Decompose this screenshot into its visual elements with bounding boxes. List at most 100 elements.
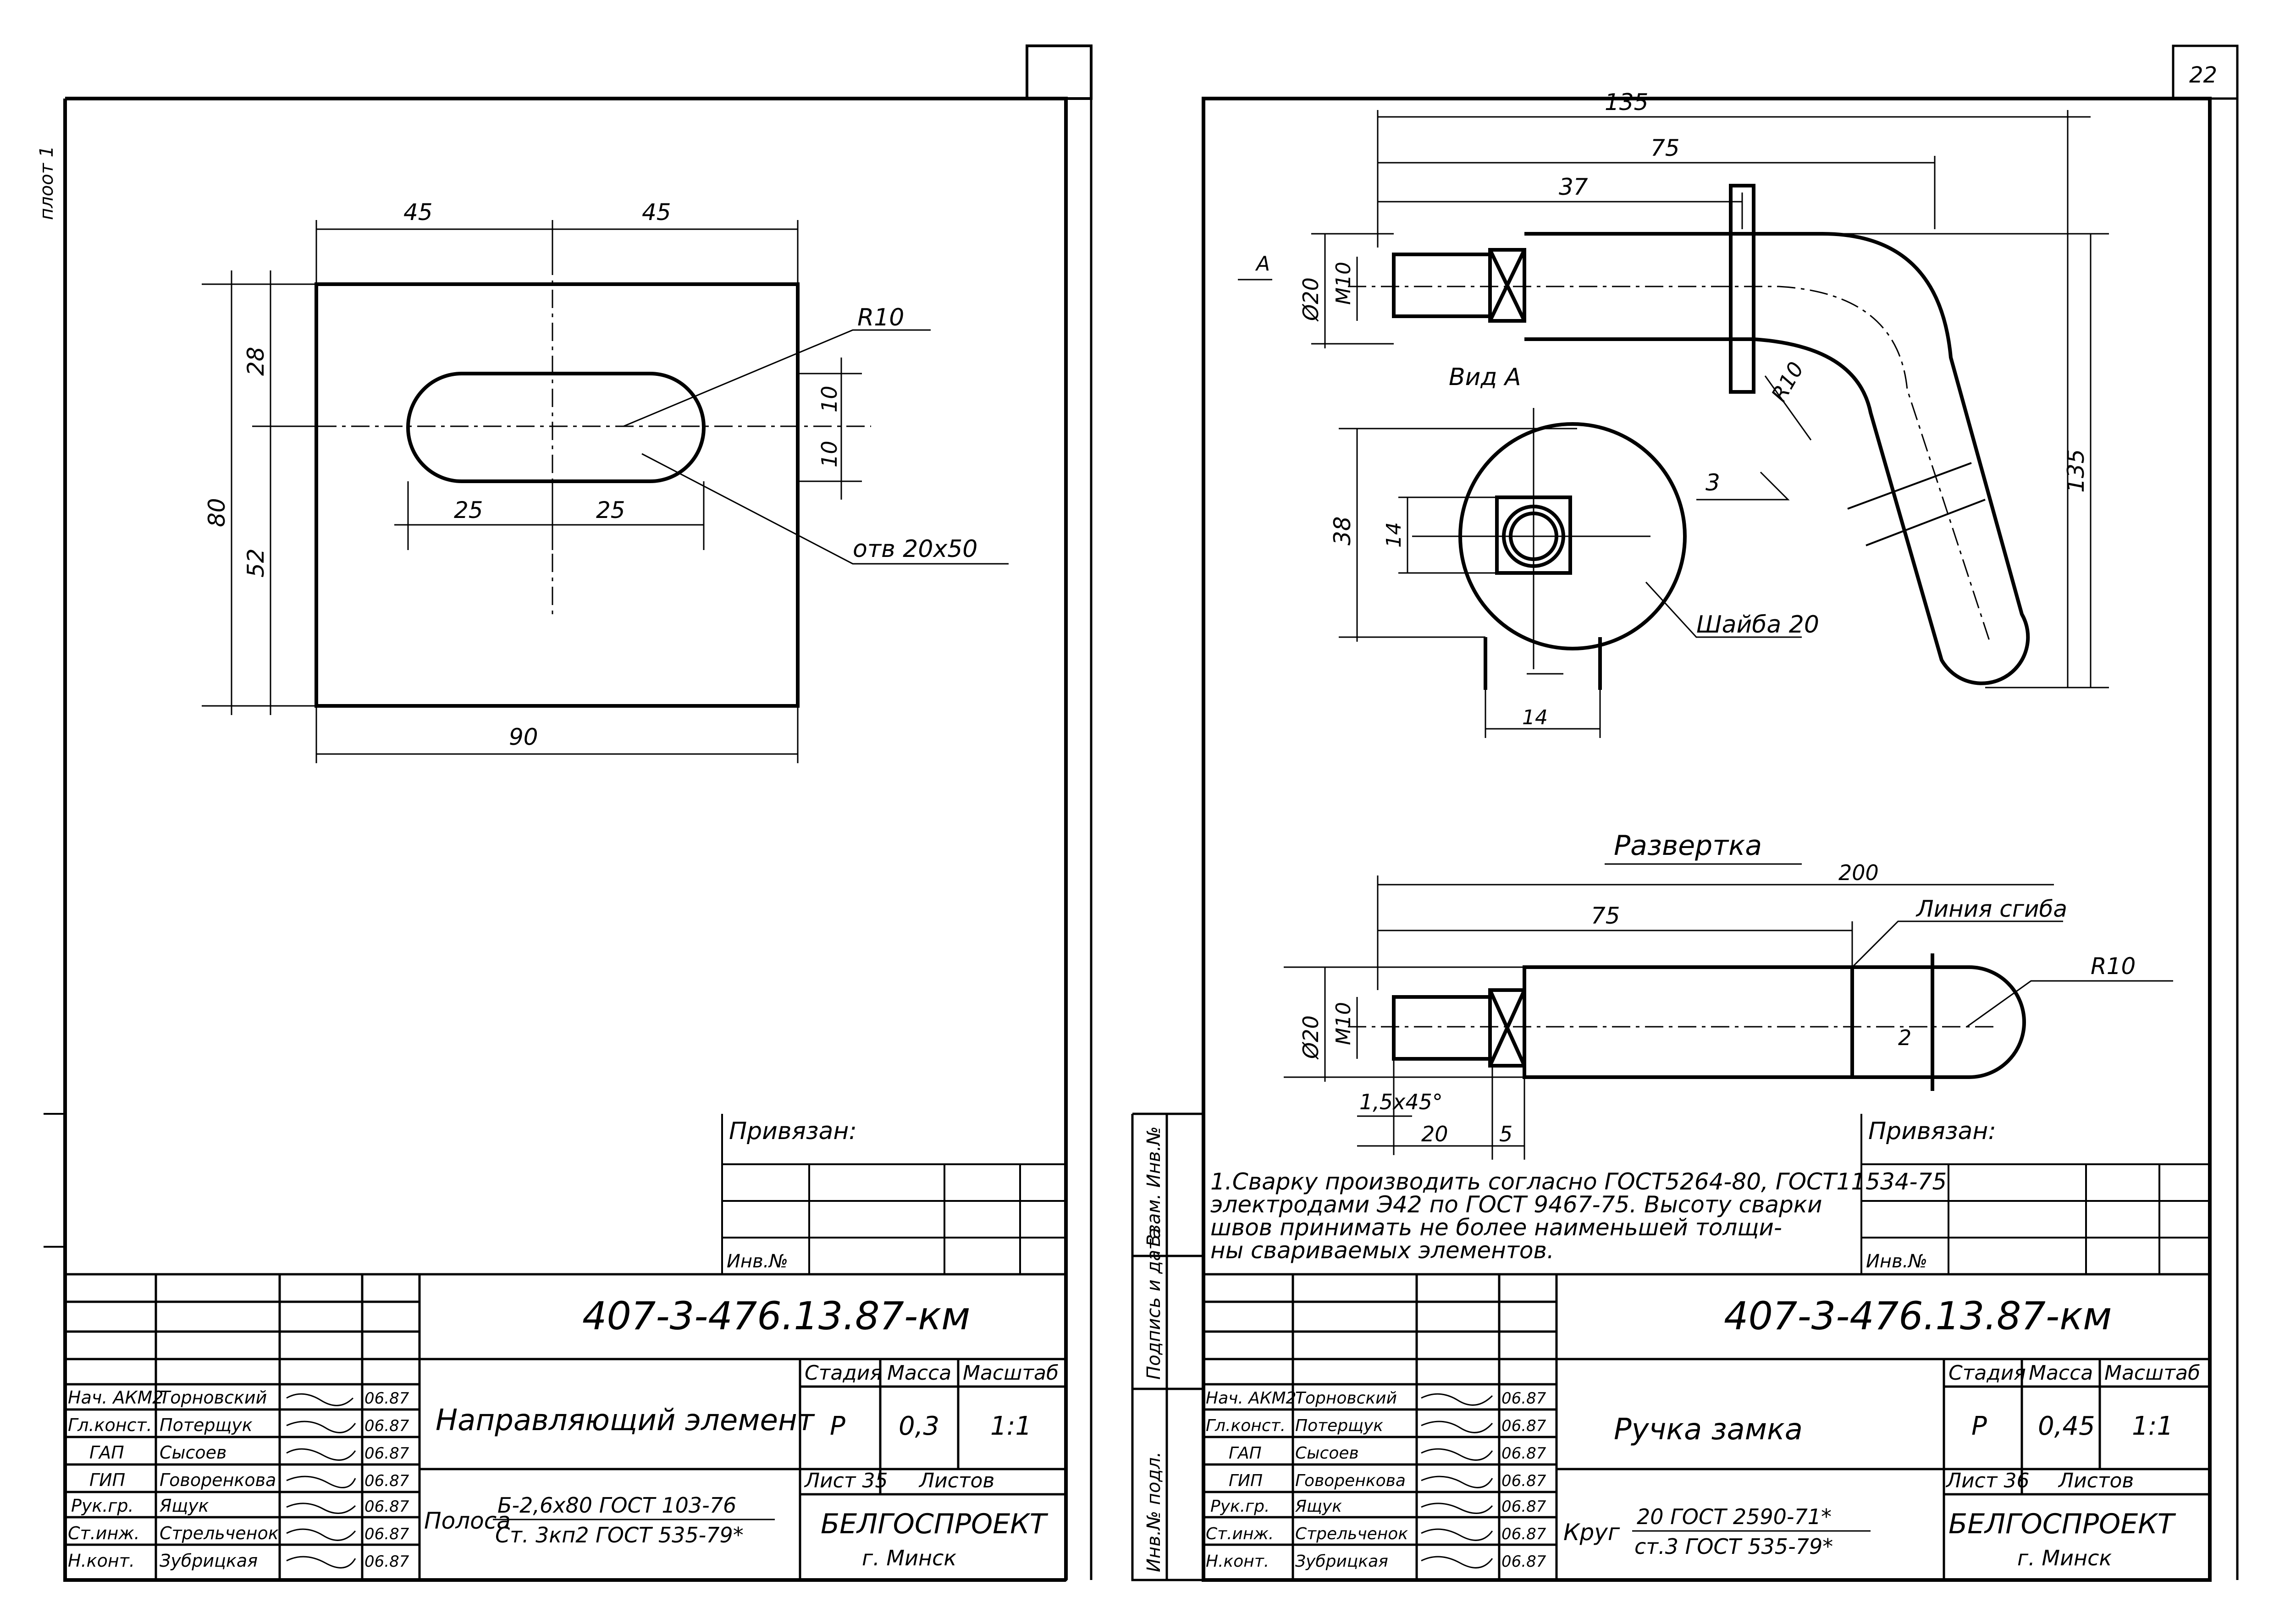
- left-sheets-label: Листов: [918, 1469, 994, 1492]
- dim-right-lower: 10: [817, 440, 842, 468]
- stamp-role: Рук.гр.: [1210, 1497, 1269, 1516]
- stamp-name: Торновский: [1295, 1389, 1397, 1408]
- dim-height: 80: [204, 498, 230, 527]
- stamp-date: 06.87: [1501, 1525, 1546, 1543]
- left-material-prefix: Полоса: [424, 1508, 511, 1534]
- notes: 1.Сварку производить согласно ГОСТ5264-8…: [1210, 1168, 1947, 1264]
- left-corner-box: [1026, 44, 1093, 100]
- stamp-role: Н.конт.: [1206, 1552, 1269, 1571]
- dim-top-left: 45: [403, 199, 433, 226]
- weld-size: 3: [1706, 469, 1720, 496]
- stamp-name: Стрельченок: [1295, 1525, 1408, 1543]
- stamp-name: Сысоев: [160, 1442, 226, 1463]
- stamp-role: ГАП: [89, 1442, 124, 1463]
- left-sheet: плоот 1 45 45 90 80 28 52 25 25 10 10 R1…: [36, 44, 1093, 1582]
- right-inv-label: Инв.№: [1866, 1251, 1927, 1272]
- stamp-role: ГИП: [89, 1470, 125, 1490]
- stamp-name: Ящук: [1295, 1497, 1342, 1516]
- stamp-role: ГАП: [1229, 1444, 1262, 1463]
- callout-radius: R10: [857, 304, 904, 331]
- view-a-dimension-lines: [1339, 408, 1802, 738]
- left-title: Направляющий элемент: [436, 1404, 815, 1437]
- stamp-name: Сысоев: [1295, 1444, 1359, 1463]
- unfold-dim-20: 20: [1421, 1122, 1448, 1146]
- plate-dimension-lines: [202, 220, 1009, 763]
- right-material-bottom: ст.3 ГОСТ 535-79*: [1634, 1534, 1833, 1559]
- stamp-name: Стрельченок: [160, 1523, 279, 1543]
- stamp-name: Говоренкова: [160, 1470, 276, 1490]
- dim-top-right: 45: [642, 199, 671, 226]
- right-header-mass: Масса: [2029, 1361, 2093, 1385]
- unfold-dimension-lines: [1284, 875, 2173, 1160]
- left-inv-label: Инв.№: [727, 1251, 788, 1272]
- right-value-mass: 0,45: [2038, 1411, 2095, 1441]
- stamp-role: Гл.конст.: [68, 1415, 152, 1435]
- handle-axis: [1348, 286, 1991, 642]
- side-label-podpis: Подпись и дата: [1143, 1228, 1165, 1380]
- handle-dimension-lines: [1238, 110, 2109, 688]
- stamp-role: Ст.инж.: [1206, 1525, 1274, 1543]
- plate-outline: [315, 282, 800, 708]
- unfold-dim-200: 200: [1838, 860, 1879, 885]
- left-value-stage: Р: [830, 1411, 845, 1441]
- left-value-mass: 0,3: [899, 1411, 939, 1441]
- unfold-title: Развертка: [1614, 830, 1762, 862]
- stamp-name: Зубрицкая: [1295, 1552, 1388, 1571]
- right-sheet: 22 Взам. Инв.№ Подпись и дата Инв.№ подл…: [1131, 44, 2239, 1582]
- left-org: БЕЛГОСПРОЕКТ: [821, 1508, 1049, 1540]
- right-value-scale: 1:1: [2132, 1411, 2173, 1441]
- dim-half-left: 25: [454, 497, 483, 523]
- dim-14-horizontal: 14: [1522, 706, 1548, 729]
- bend-line-label: Линия сгиба: [1915, 896, 2067, 922]
- unfold-r10: R10: [2091, 953, 2136, 980]
- stamp-name: Зубрицкая: [160, 1551, 258, 1571]
- left-privyazan-label: Привязан:: [729, 1118, 857, 1145]
- right-value-stage: Р: [1971, 1411, 1987, 1441]
- dim-m10: М10: [1332, 262, 1355, 305]
- unfold-chamfer: 1,5х45°: [1359, 1090, 1443, 1114]
- stamp-name: Торновский: [160, 1387, 267, 1408]
- right-material-prefix: Круг: [1563, 1519, 1620, 1546]
- note-line: электродами Э42 по ГОСТ 9467-75. Высоту …: [1210, 1191, 1822, 1218]
- stamp-row: Ст.инж. Стрельченок 06.87: [1206, 1525, 1546, 1543]
- dim-upper: 28: [243, 347, 269, 376]
- stamp-date: 06.87: [1501, 1444, 1546, 1463]
- dim-135-top: 135: [1605, 89, 1648, 116]
- stamp-date: 06.87: [364, 1552, 409, 1571]
- dim-75: 75: [1650, 135, 1680, 161]
- right-sheet-label: Лист 36: [1945, 1469, 2029, 1492]
- right-material-top: 20 ГОСТ 2590-71*: [1637, 1504, 1832, 1529]
- left-frame: [63, 97, 1068, 1582]
- unfold-dim-5: 5: [1499, 1122, 1512, 1146]
- right-signatures: [1421, 1393, 1493, 1569]
- left-header-mass: Масса: [887, 1361, 951, 1385]
- handle-drawing: [1392, 184, 2030, 685]
- stamp-date: 06.87: [364, 1525, 409, 1543]
- dim-135-vertical: 135: [2063, 449, 2089, 493]
- dim-phi20: Ø20: [1298, 277, 1323, 322]
- stamp-role: Гл.конст.: [1206, 1416, 1286, 1435]
- right-title-block-grid: [1202, 1273, 2211, 1581]
- right-side-strip: [1131, 1112, 1203, 1581]
- note-line: ны свариваемых элементов.: [1210, 1237, 1554, 1264]
- handle-break-lines: [1847, 462, 1986, 546]
- stamp-name: Потерщук: [160, 1415, 253, 1435]
- left-designation: 407-3-476.13.87-км: [582, 1294, 970, 1338]
- left-sheet-label: Лист 35: [804, 1469, 888, 1492]
- right-header-stage: Стадия: [1948, 1361, 2026, 1385]
- right-corner-box: [2172, 44, 2239, 100]
- note-line: швов принимать не более наименьшей толщи…: [1210, 1214, 1782, 1241]
